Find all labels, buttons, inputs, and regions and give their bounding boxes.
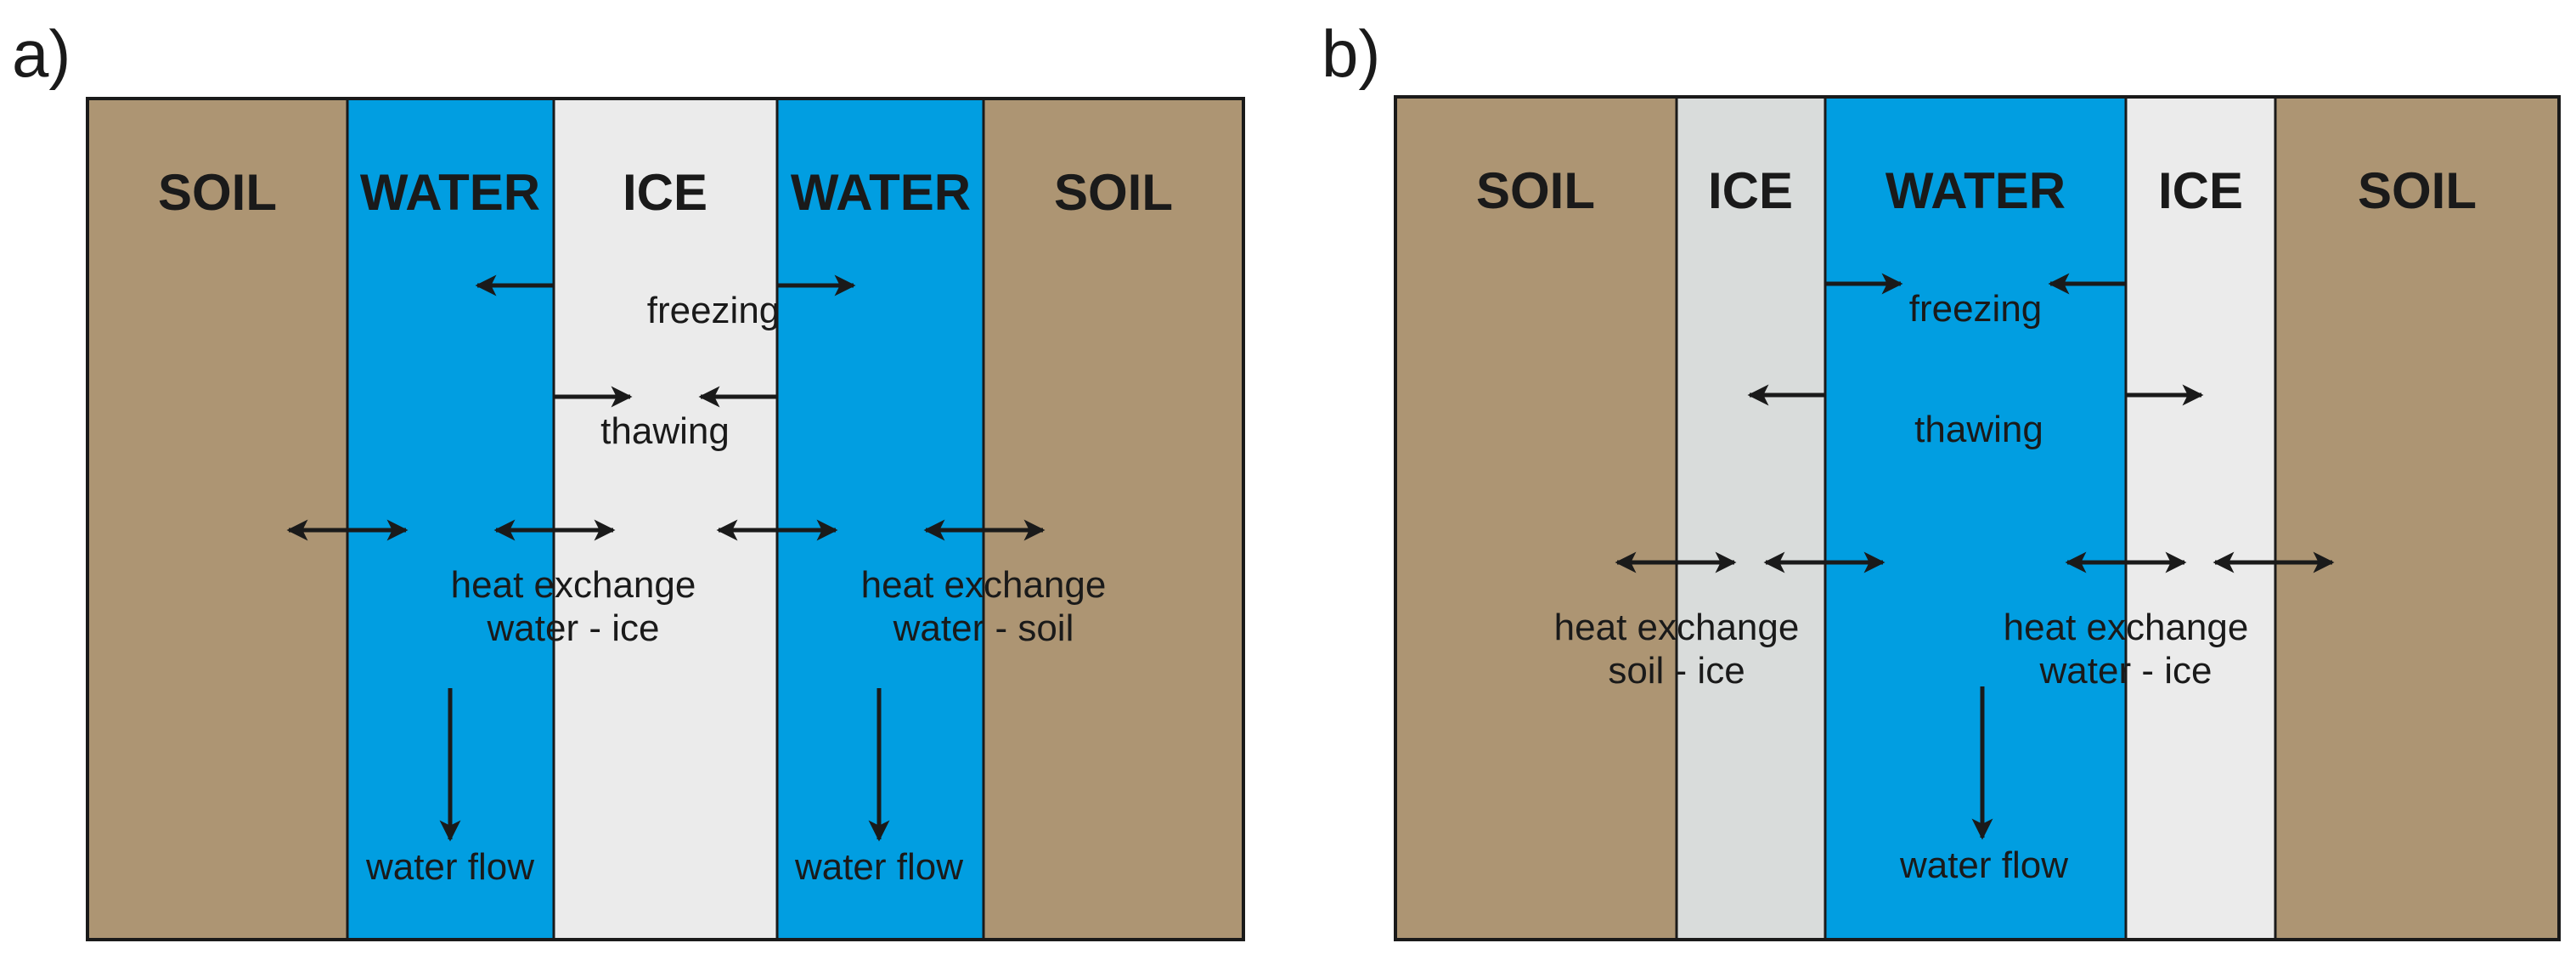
panel-b-arrows (1615, 273, 2335, 840)
panel-b-freezing-label: freezing (1909, 288, 2043, 330)
panel-a-heat-exchange-2-line1: heat exchange (861, 564, 1107, 606)
panel-b-letter: b) (1322, 16, 1380, 91)
panel-b-thawing-label: thawing (1914, 409, 2043, 450)
panel-a-thawing-label: thawing (600, 410, 730, 452)
panel-b-heat-exchange-2-line2: water - ice (2039, 650, 2212, 692)
panel-a-column-dividers (346, 99, 985, 940)
panel-b-heat-exchange-2-line1: heat exchange (2004, 607, 2249, 648)
panel-b-water-column (1825, 97, 2126, 940)
panel-b-column-dividers (1675, 97, 2277, 940)
panel-b-heat-exchange-1-line2: soil - ice (1608, 650, 1745, 692)
panel-b-water-flow-label: water flow (1899, 844, 2068, 886)
panel-a-label-soil-right: SOIL (1054, 164, 1173, 221)
panel-a-frame (86, 97, 1245, 941)
panel-a-label-ice: ICE (623, 164, 707, 221)
panel-a-water-flow-label-2: water flow (794, 846, 963, 888)
panel-a-label-water-left: WATER (360, 164, 540, 221)
panel-b-label-ice-left: ICE (1708, 162, 1793, 219)
panel-a-heat-exchange-1-line1: heat exchange (451, 564, 696, 606)
panel-b-label-soil-right: SOIL (2358, 162, 2477, 219)
panel-b-label-ice-right: ICE (2158, 162, 2243, 219)
panel-a-ice-column (554, 99, 777, 940)
panel-a-water-flow-label-1: water flow (365, 846, 534, 888)
panel-a-heat-exchange-2-line2: water - soil (893, 607, 1074, 649)
panel-a-label-soil-left: SOIL (158, 164, 277, 221)
panel-b-label-water: WATER (1885, 162, 2066, 219)
panel-b-label-soil-left: SOIL (1476, 162, 1595, 219)
panel-b-frame (1394, 95, 2561, 941)
panel-a: a) SOIL WATER ICE WATER SOIL freezing th… (12, 16, 1245, 941)
panel-a-label-water-right: WATER (791, 164, 971, 221)
panel-a-letter: a) (12, 16, 70, 91)
panel-b-ice-left-column (1677, 97, 1825, 940)
panel-a-heat-exchange-1-line2: water - ice (487, 607, 660, 649)
panel-b-heat-exchange-1-line1: heat exchange (1554, 607, 1800, 648)
panel-b: b) SOIL ICE WATER ICE SOIL freezing thaw… (1322, 16, 2561, 941)
panel-a-arrows (286, 274, 1046, 842)
panel-a-freezing-label: freezing (647, 290, 781, 331)
panel-b-soil-left-column (1395, 97, 1677, 940)
panel-b-soil-right-column (2275, 97, 2559, 940)
panel-a-soil-right-column (984, 99, 1243, 940)
panel-b-ice-right-column (2126, 97, 2275, 940)
panel-a-soil-left-column (87, 99, 347, 940)
